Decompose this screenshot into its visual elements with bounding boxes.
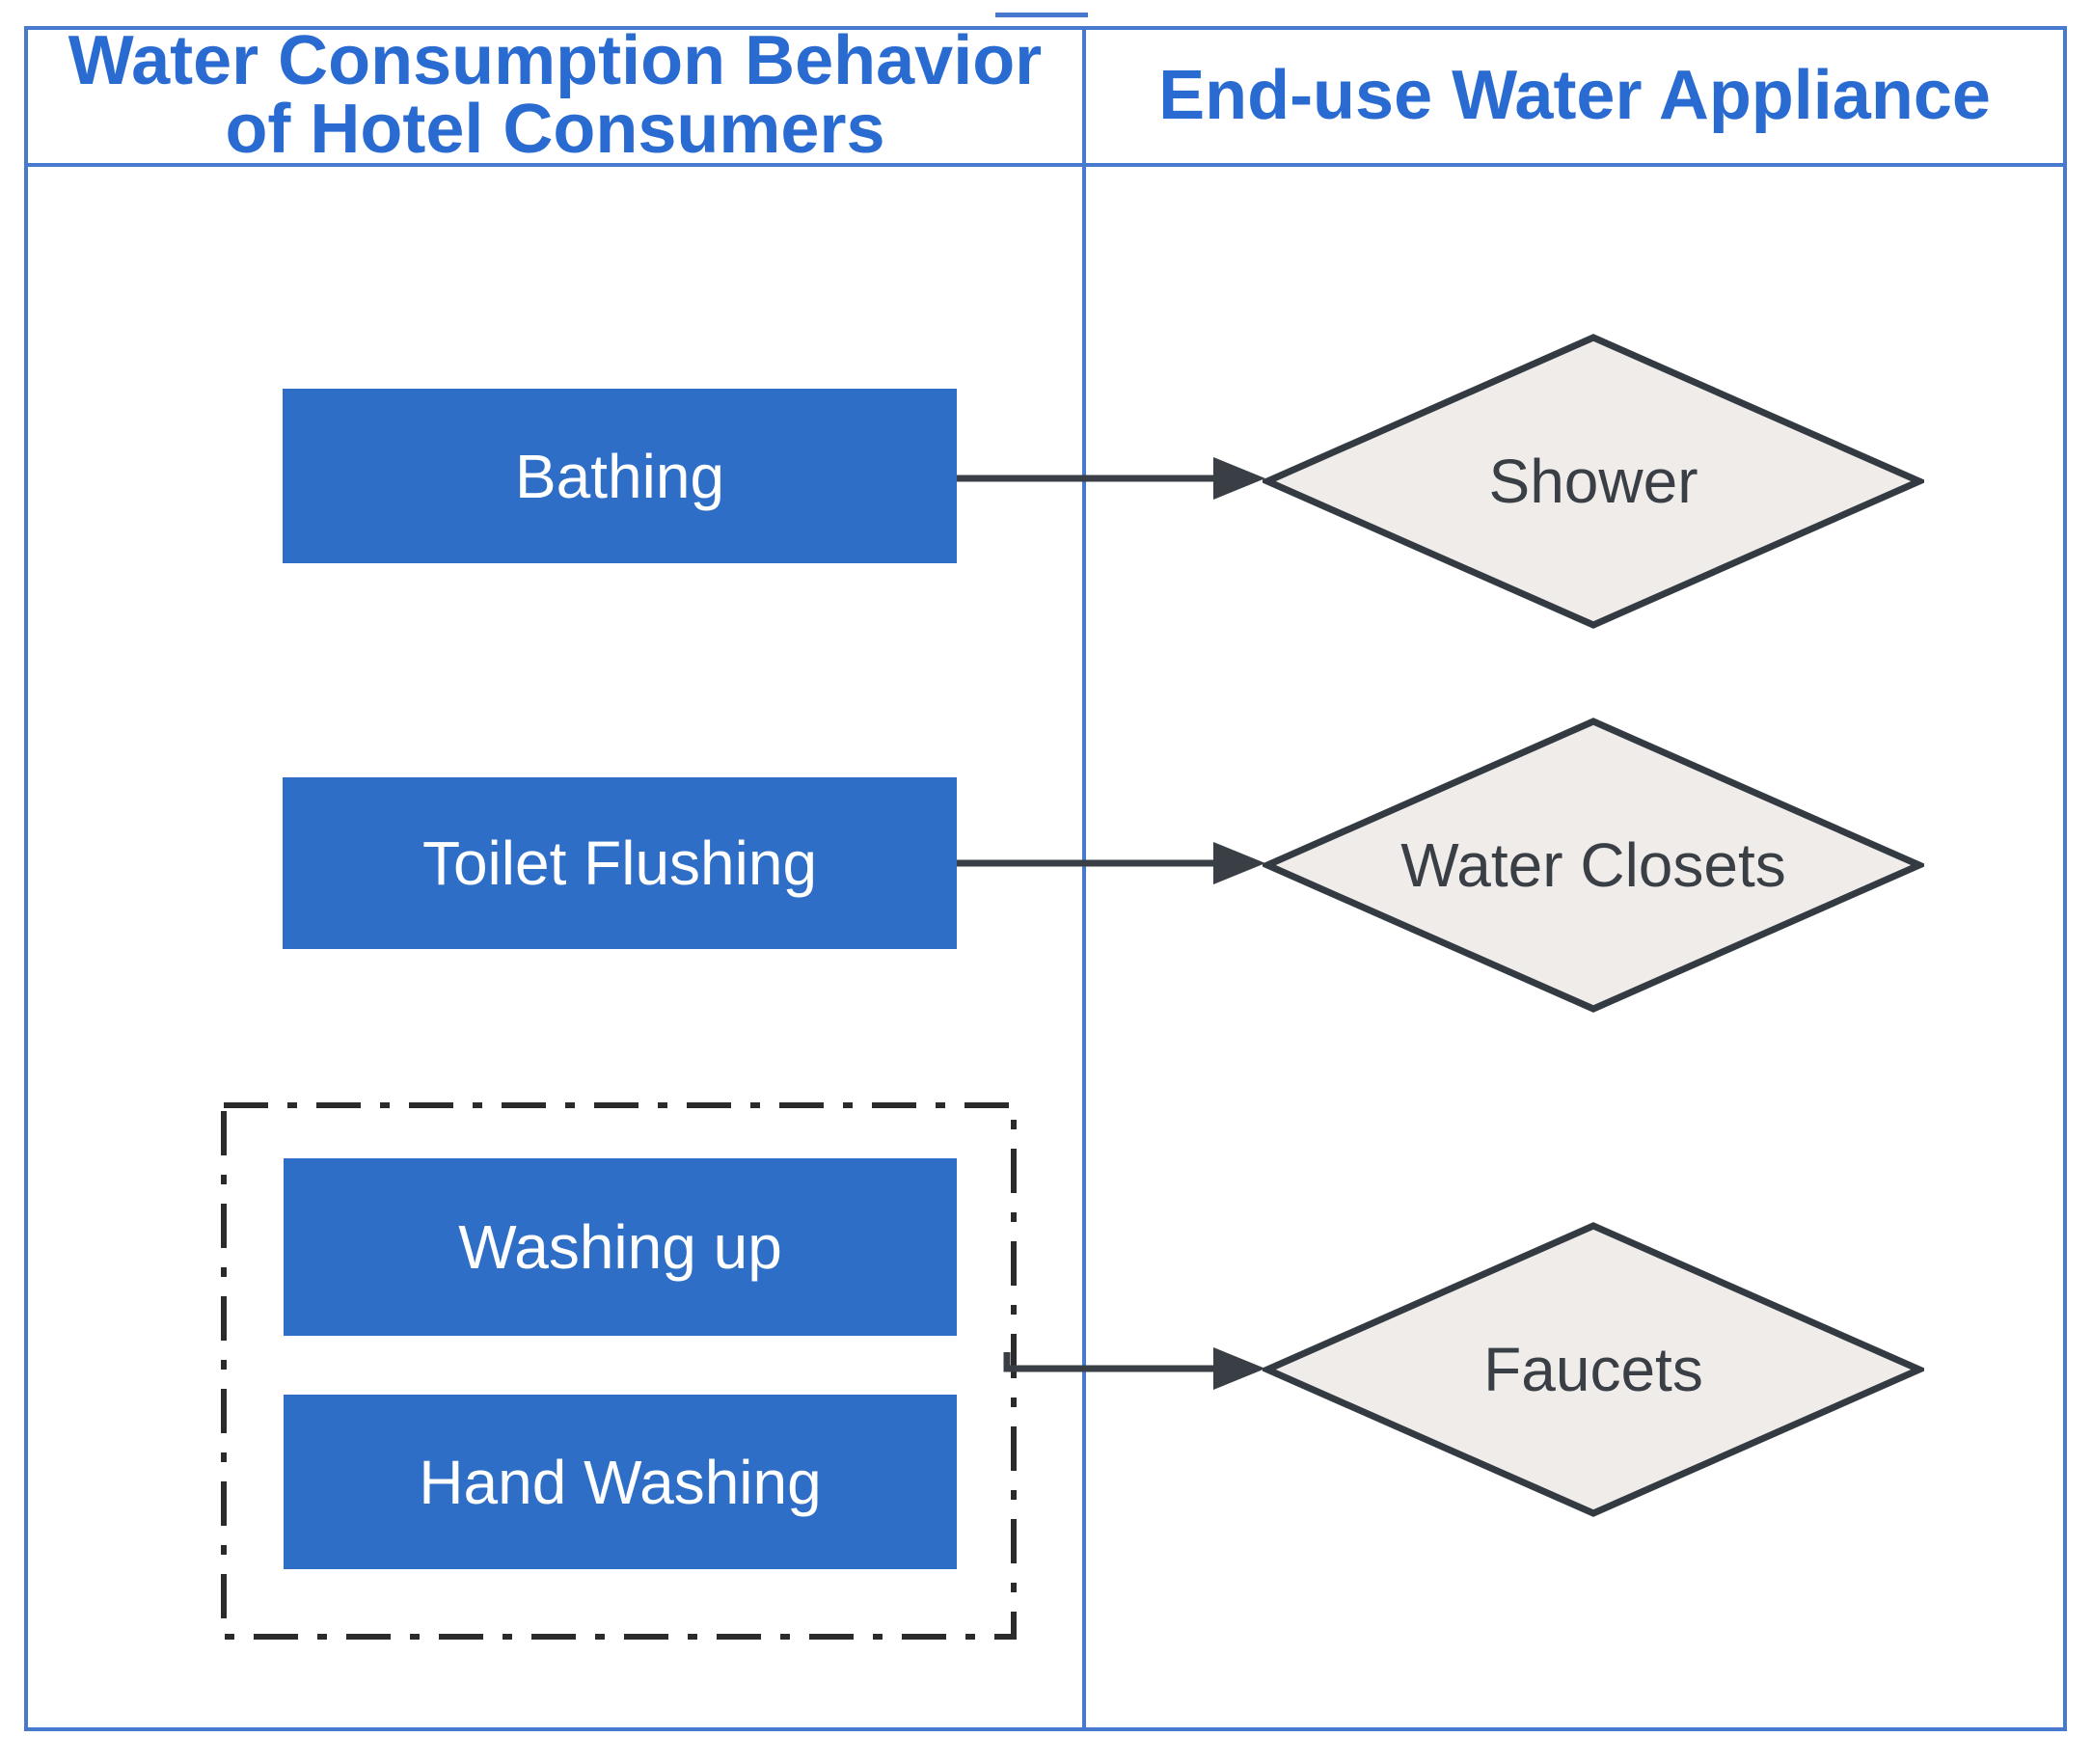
behavior-label-washing-up: Washing up	[458, 1212, 782, 1282]
appliance-label-shower: Shower	[1488, 447, 1698, 516]
behavior-label-bathing: Bathing	[514, 441, 725, 511]
behavior-box-toilet-flushing: Toilet Flushing	[283, 777, 957, 949]
diamond-polygon	[1263, 1222, 1924, 1517]
diamond-polygon	[1263, 718, 1924, 1013]
behavior-label-hand-washing: Hand Washing	[419, 1447, 822, 1517]
diamond-polygon	[1263, 334, 1924, 629]
left-column-header: Water Consumption Behavior of Hotel Cons…	[28, 22, 1082, 168]
appliance-label-water-closets: Water Closets	[1400, 830, 1786, 900]
behavior-label-toilet-flushing: Toilet Flushing	[421, 828, 818, 898]
left-header-line1: Water Consumption Behavior	[68, 22, 1043, 100]
behavior-box-washing-up: Washing up	[284, 1158, 957, 1336]
header-row-separator	[24, 163, 2067, 167]
appliance-diamond-shower: Shower	[1263, 333, 1924, 630]
appliance-diamond-faucets: Faucets	[1263, 1221, 1924, 1518]
right-header-text: End-use Water Appliance	[1158, 56, 1991, 134]
right-column-header: End-use Water Appliance	[1086, 28, 2063, 163]
appliance-label-faucets: Faucets	[1483, 1335, 1703, 1404]
behavior-box-bathing: Bathing	[283, 389, 957, 563]
diamond-shape	[1263, 334, 1924, 629]
column-divider	[1082, 26, 1086, 1731]
appliance-diamond-water-closets: Water Closets	[1263, 717, 1924, 1014]
diamond-shape	[1263, 718, 1924, 1013]
diamond-shape	[1263, 1222, 1924, 1517]
left-header-line2: of Hotel Consumers	[225, 91, 885, 168]
behavior-box-hand-washing: Hand Washing	[284, 1395, 957, 1569]
stray-line-artifact	[995, 13, 1088, 17]
